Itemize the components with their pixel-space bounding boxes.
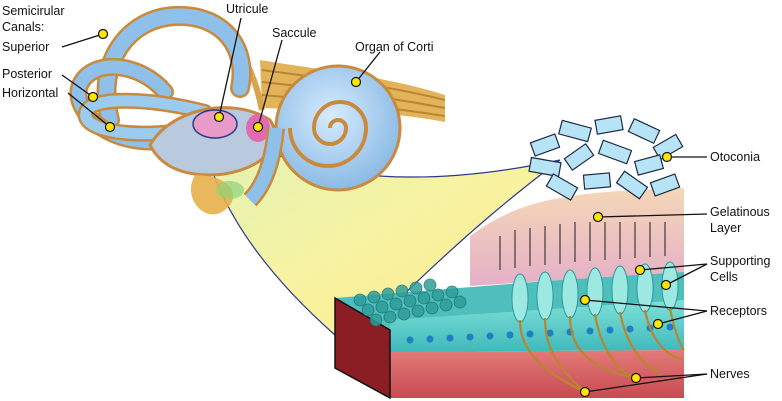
dot-receptors-2 [654, 320, 663, 329]
label-posterior: Posterior [2, 67, 52, 82]
dot-supporting-cells-1 [636, 266, 645, 275]
dot-superior [99, 30, 108, 39]
label-gelatinous-layer-2: Layer [710, 221, 741, 236]
label-otoconia: Otoconia [710, 150, 760, 165]
label-semicircular-canals-1: Semicirular [2, 4, 65, 19]
dot-otoconia [663, 153, 672, 162]
dot-supporting-cells-2 [662, 281, 671, 290]
label-gelatinous-layer-1: Gelatinous [710, 205, 770, 220]
dot-gelatinous-layer [594, 213, 603, 222]
dot-horizontal [106, 123, 115, 132]
label-supporting-cells-2: Cells [710, 270, 738, 285]
dot-posterior [89, 93, 98, 102]
dot-utricule [215, 113, 224, 122]
label-saccule: Saccule [272, 26, 316, 41]
label-superior: Superior [2, 40, 49, 55]
dot-organ-of-corti [352, 78, 361, 87]
label-organ-of-corti: Organ of Corti [355, 40, 434, 55]
label-supporting-cells-1: Supporting [710, 254, 770, 269]
dot-nerves-2 [581, 388, 590, 397]
otoconia-crystals [529, 116, 683, 200]
label-horizontal: Horizontal [2, 86, 58, 101]
label-nerves: Nerves [710, 367, 750, 382]
label-utricule: Utricule [226, 2, 268, 17]
label-semicircular-canals-2: Canals: [2, 20, 44, 35]
dot-saccule [254, 123, 263, 132]
dot-nerves-1 [632, 374, 641, 383]
dot-receptors-1 [581, 296, 590, 305]
label-receptors: Receptors [710, 304, 767, 319]
